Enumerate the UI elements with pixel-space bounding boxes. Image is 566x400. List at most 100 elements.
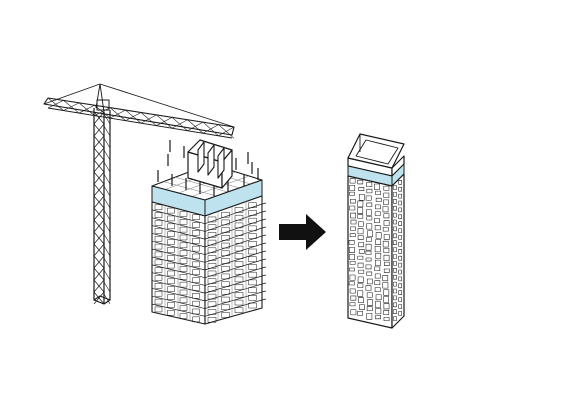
floor-line	[204, 227, 263, 248]
tower-window	[383, 199, 389, 205]
tower-window	[349, 233, 356, 238]
balcony-ledge	[261, 266, 267, 269]
tower-window	[398, 297, 402, 302]
window	[234, 222, 244, 229]
window	[207, 232, 217, 238]
window	[207, 216, 217, 223]
tower-window	[357, 214, 364, 219]
tower-window	[375, 232, 382, 239]
jib-brace	[202, 124, 219, 134]
tower-window	[366, 202, 373, 207]
window	[192, 261, 200, 268]
window	[179, 274, 188, 280]
window	[234, 276, 244, 283]
floor-line	[151, 303, 206, 317]
window	[179, 289, 188, 296]
window	[234, 307, 244, 314]
tower-window	[383, 185, 390, 191]
tower-window	[366, 209, 372, 216]
mast-brace	[103, 173, 111, 185]
jib-brace	[47, 100, 64, 109]
window	[207, 301, 217, 308]
window	[192, 245, 200, 252]
window	[154, 235, 163, 242]
floor-line	[151, 272, 206, 286]
tower-window	[366, 313, 373, 320]
tower-window	[398, 235, 402, 240]
jib-brace	[125, 112, 142, 121]
mast-brace	[93, 279, 105, 293]
jib-brace	[63, 102, 80, 111]
tower-window	[357, 179, 364, 185]
tower-window	[357, 310, 363, 316]
tower-window	[350, 309, 357, 316]
tower-window	[366, 278, 373, 285]
tower-window	[375, 239, 382, 245]
floor-line	[204, 235, 263, 255]
floor-line	[204, 283, 263, 302]
tower-window	[365, 237, 372, 242]
floor-line	[204, 203, 263, 225]
tower-window	[349, 260, 356, 265]
mast-brace	[93, 123, 105, 137]
right-arrow-icon	[279, 214, 326, 250]
floor-line	[151, 288, 206, 302]
balcony-ledge	[261, 258, 267, 261]
window	[207, 224, 217, 230]
tower-window	[398, 283, 402, 289]
window	[167, 286, 175, 292]
tower-window	[375, 301, 381, 308]
tower-window	[398, 311, 402, 316]
jib-brace	[140, 114, 157, 124]
tower-window	[374, 273, 381, 279]
window	[192, 230, 200, 236]
window	[234, 292, 244, 298]
elevator-core	[187, 139, 233, 189]
tower-window	[383, 254, 390, 262]
tower-window	[383, 296, 389, 303]
mast-brace	[93, 231, 105, 245]
window	[192, 308, 200, 315]
tower-window	[383, 234, 390, 240]
floor-line	[204, 243, 263, 263]
mast-brace	[93, 195, 105, 209]
window	[167, 247, 175, 253]
window	[179, 211, 188, 217]
mast-brace	[103, 149, 111, 161]
tower-window	[393, 261, 397, 266]
tower-window	[374, 287, 381, 293]
mast-brace	[103, 185, 111, 197]
window	[192, 316, 200, 323]
mast-brace	[93, 267, 105, 281]
floor-line	[204, 275, 263, 294]
completed-tower	[347, 133, 405, 329]
tower-window	[398, 290, 402, 295]
tower-window	[393, 219, 397, 225]
tower-window	[365, 195, 372, 201]
tower-window	[383, 310, 390, 315]
window	[221, 312, 230, 318]
window	[192, 238, 200, 244]
tower-window	[393, 226, 397, 232]
window	[234, 268, 244, 275]
mast-brace	[93, 135, 105, 149]
window	[221, 289, 230, 295]
window	[167, 239, 175, 245]
tower-window	[398, 255, 402, 261]
floor-line	[151, 295, 206, 309]
tower-window	[393, 302, 397, 308]
tower-window	[398, 262, 402, 268]
balcony-ledge	[261, 290, 267, 293]
tower-window	[350, 219, 357, 225]
window	[192, 253, 200, 260]
tower-window	[382, 282, 389, 289]
tower-window	[349, 205, 356, 211]
tower-window	[357, 200, 364, 208]
window	[179, 219, 188, 225]
window	[167, 278, 175, 285]
tower-window	[393, 309, 397, 314]
tower-window	[383, 289, 390, 296]
tower-crane	[43, 83, 235, 305]
balcony-ledge	[261, 242, 267, 245]
window	[221, 227, 230, 233]
